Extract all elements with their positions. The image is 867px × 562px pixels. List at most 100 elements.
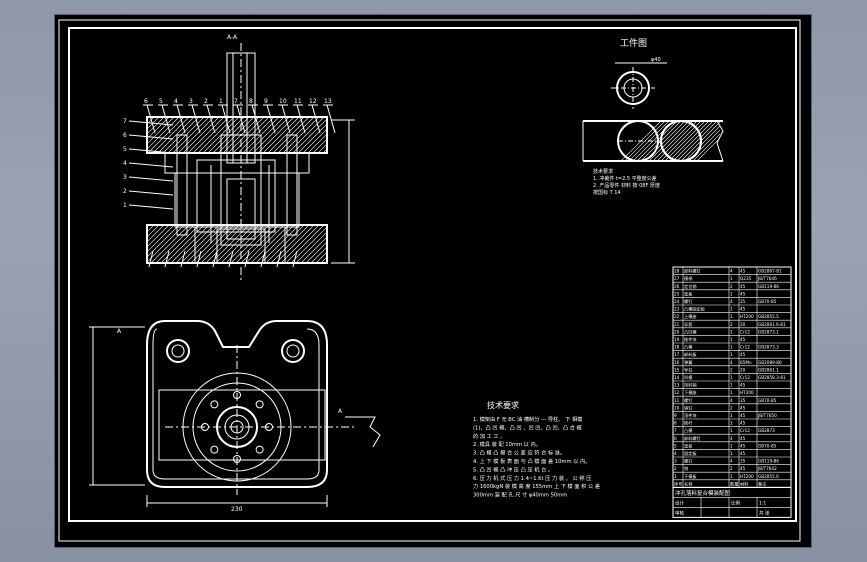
bom-cell: 螺钉: [684, 298, 693, 305]
bom-cell: 固定板: [684, 450, 697, 457]
bom-cell: 26: [674, 284, 680, 289]
bom-cell: 1: [730, 352, 733, 357]
bom-cell: 4: [730, 299, 733, 304]
tech-requirement-line: 2. 模具 装 配 10mm 以 内。: [473, 440, 541, 448]
part-callout: 3: [189, 98, 193, 105]
part-callout: 1: [123, 202, 127, 209]
tech-requirement-line: 力 1600kgN 装 模 高 度 155mm 上 下 模 面 积 公 差: [473, 482, 600, 490]
bom-cell: 推件块: [684, 336, 697, 343]
section-mark-right: A: [338, 408, 343, 415]
plan-view[interactable]: A A 230: [89, 320, 381, 513]
bom-cell: 1: [730, 307, 733, 312]
bom-cell: GB2855.5: [758, 314, 779, 319]
bom-cell: 4: [730, 269, 733, 274]
bom-cell: 4: [730, 459, 733, 464]
bom-cell: 11: [674, 398, 680, 403]
bom-cell: GB119-86: [758, 284, 779, 289]
bom-cell: 1: [730, 451, 733, 456]
bom-cell: 65Mn: [740, 360, 752, 365]
part-callout: 2: [204, 98, 208, 105]
bom-cell: 上模座: [684, 313, 697, 320]
bom-cell: 20: [674, 329, 680, 334]
bom-cell: 27: [674, 276, 680, 281]
tech-title: 技术要求: [487, 400, 519, 410]
workpiece-note-line: 2. 产品零件 材料 按 08F 厚度: [593, 182, 660, 189]
bom-cell: 45: [740, 291, 746, 296]
bom-cell: 2: [730, 367, 733, 372]
section-label: A-A: [227, 34, 238, 41]
part-callout: 5: [123, 146, 127, 153]
title-block-cell: 1:1: [759, 500, 766, 506]
bom-cell: 5: [674, 443, 677, 448]
bom-cell: GB2861.1: [758, 367, 779, 372]
bom-cell: 6: [674, 436, 677, 441]
bom-cell: 3: [674, 459, 677, 464]
part-callout: 8: [249, 98, 253, 105]
tech-requirement-line: 6. 压 力 机 式 压 力 1.4~1.6t 压 力 装 。 公 称 压: [473, 474, 591, 482]
bolt-hole: [255, 445, 264, 454]
bom-cell: GB2873.1: [758, 329, 779, 334]
part-callout: 7: [123, 118, 127, 125]
bom-cell: 23: [674, 307, 680, 312]
outer-frame: [58, 19, 801, 542]
bom-cell: 35: [740, 299, 746, 304]
part-callouts-bottom: [148, 250, 298, 268]
bom-cell: 卸料螺钉: [684, 268, 702, 275]
bom-cell: 顶件块: [684, 412, 697, 419]
bom-cell: 22: [674, 314, 680, 319]
bom-cell: 凹模: [684, 374, 693, 381]
bom-cell: Cr12: [740, 329, 750, 334]
bom-cell: Cr12: [740, 428, 750, 433]
bom-cell: 1: [730, 443, 733, 448]
bom-cell: 45: [740, 352, 746, 357]
bom-cell: 18: [674, 345, 680, 350]
part-callout: 3: [123, 174, 127, 181]
bom-cell: 45: [740, 284, 746, 289]
bom-cell: 销: [684, 465, 688, 472]
bom-cell: 45: [740, 337, 746, 342]
technical-requirements: 技术要求 1. 模架由 F 无 BC 油 槽制分 — 导柱、 下 相模(1)、凸…: [473, 400, 600, 499]
bom-cell: 45: [740, 421, 746, 426]
bom-cell: GB70-85: [758, 299, 777, 304]
bom-cell: GB2867-81: [758, 269, 782, 274]
bom-cell: 45: [740, 383, 746, 388]
bom-cell: 45: [740, 451, 746, 456]
bom-cell: GB70-85: [758, 443, 777, 448]
bom-cell: GB70-85: [758, 398, 777, 403]
bom-cell: 挡料销: [684, 382, 697, 389]
bom-cell: 45: [740, 269, 746, 274]
bom-cell: GB2855.6: [758, 474, 779, 479]
bom-cell: 2: [674, 466, 677, 471]
bom-cell: 备注: [758, 480, 767, 487]
workpiece-note-line: 1. 冲裁件 t=2.5 平整度公差: [593, 175, 657, 182]
tech-requirement-line: 3. 凸 模 凸 模 合 公 差 应 符 合 标 准。: [473, 449, 565, 457]
title-block-cell: 共 张: [759, 509, 770, 516]
plan-width-dim: 230: [231, 506, 243, 513]
part-callout: 7: [234, 98, 238, 105]
workpiece-note-line: 按国标 T 14: [593, 189, 621, 196]
bom-cell: Cr12: [740, 375, 750, 380]
title-block-cell: 比例: [731, 499, 740, 506]
bom-cell: 1: [730, 314, 733, 319]
bom-cell: 45: [740, 466, 746, 471]
bom-cell: 销钉: [684, 404, 693, 411]
bom-cell: 推杆: [684, 420, 693, 427]
bom-cell: 螺钉: [684, 458, 693, 465]
tech-requirement-line: 1. 模架由 F 无 BC 油 槽制分 — 导柱、 下 相模: [473, 415, 582, 423]
bom-cell: 弹簧: [684, 359, 692, 366]
bom-cell: 15: [674, 367, 680, 372]
bom-cell: 下模座: [684, 389, 697, 396]
part-callout: 6: [144, 98, 148, 105]
bom-cell: 导柱: [684, 366, 693, 373]
bom-cell: 2: [730, 466, 733, 471]
part-callout: 10: [279, 98, 287, 105]
workpiece-title: 工件图: [620, 37, 647, 49]
bom-cell: 1: [730, 291, 733, 296]
bom-cell: GB2861.6-81: [758, 322, 786, 327]
